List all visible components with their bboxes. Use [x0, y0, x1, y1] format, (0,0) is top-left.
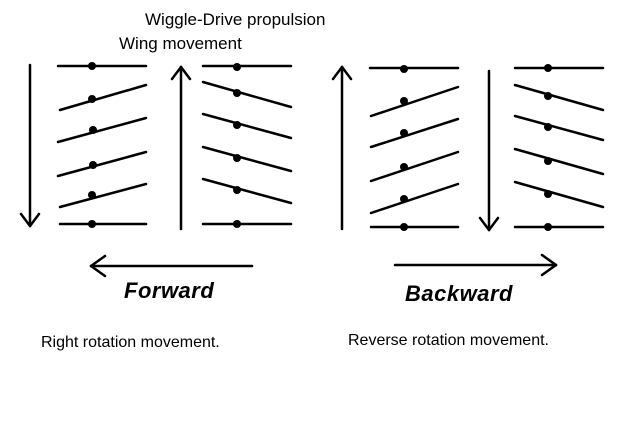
direction-label-forward: Forward	[124, 278, 215, 303]
backward-col-d-wing-5-pivot	[544, 190, 552, 198]
backward-col-d-wing-2-pivot	[544, 92, 552, 100]
backward-arrow-up-head-right	[340, 65, 353, 81]
backward-arrow-up-head-left	[331, 65, 344, 81]
direction-label-backward: Backward	[405, 281, 513, 306]
backward-col-d-wing-1-pivot	[544, 64, 552, 72]
backward-col-c-wing-6-pivot	[400, 223, 408, 231]
backward-arrow-down-head-right	[487, 216, 500, 232]
diagram-title: Wiggle-Drive propulsion	[145, 10, 326, 29]
backward-col-d-wing-4	[513, 147, 605, 176]
forward-col-b-wing-1-pivot	[233, 63, 241, 71]
forward-col-b-wing-3	[201, 112, 293, 140]
diagram-subtitle: Wing movement	[119, 34, 242, 53]
forward-col-a-wing-3-pivot	[89, 126, 97, 134]
forward-col-a-wing-5-pivot	[88, 191, 96, 199]
forward-col-b-wing-4-pivot	[233, 154, 241, 162]
backward-col-c-wing-4	[369, 150, 460, 183]
forward-arrow-up-head-left	[170, 65, 183, 81]
forward-travel-arrow-head-lower	[89, 264, 107, 278]
forward-col-a-wing-1-pivot	[88, 62, 96, 70]
forward-col-a-wing-4	[56, 150, 148, 178]
backward-col-d-wing-4-pivot	[544, 157, 552, 165]
backward-col-c-wing-3	[369, 117, 460, 149]
backward-col-c-wing-1-pivot	[400, 65, 408, 73]
forward-col-a-wing-2-pivot	[88, 95, 96, 103]
forward-col-b-wing-5-pivot	[233, 186, 241, 194]
forward-travel-arrow-head-upper	[89, 254, 107, 268]
forward-arrow-down-head-left	[19, 212, 32, 228]
backward-col-d-wing-3-pivot	[544, 123, 552, 131]
backward-col-c-wing-2	[369, 85, 460, 118]
backward-col-c-wing-4-pivot	[400, 163, 408, 171]
forward-col-a-wing-4-pivot	[89, 161, 97, 169]
backward-col-d-wing-2	[513, 83, 605, 112]
forward-col-b-wing-6-pivot	[233, 220, 241, 228]
forward-col-a-wing-5	[58, 182, 148, 209]
forward-col-b-wing-2-pivot	[233, 89, 241, 97]
backward-col-c-wing-2-pivot	[400, 97, 408, 105]
backward-travel-arrow-head-lower	[540, 263, 558, 277]
backward-travel-arrow-head-upper	[540, 253, 558, 267]
backward-col-d-wing-5	[513, 180, 605, 209]
backward-col-c-wing-3-pivot	[400, 129, 408, 137]
caption-right-rotation: Right rotation movement.	[41, 334, 220, 351]
forward-col-b-wing-5	[201, 177, 293, 205]
backward-col-c-wing-5	[369, 182, 460, 215]
forward-arrow-up-head-right	[179, 65, 192, 81]
backward-col-d-wing-6-pivot	[544, 223, 552, 231]
forward-col-a-wing-2	[58, 83, 148, 112]
forward-col-a-wing-6-pivot	[88, 220, 96, 228]
forward-arrow-down-head-right	[28, 212, 41, 228]
backward-arrow-down-head-left	[478, 216, 491, 232]
forward-col-b-wing-4	[201, 145, 293, 173]
caption-reverse-rotation: Reverse rotation movement.	[348, 332, 549, 349]
forward-col-b-wing-2	[201, 80, 293, 109]
forward-col-b-wing-3-pivot	[233, 121, 241, 129]
backward-col-d-wing-3	[513, 114, 605, 142]
backward-col-c-wing-5-pivot	[400, 195, 408, 203]
forward-col-a-wing-3	[56, 116, 148, 144]
